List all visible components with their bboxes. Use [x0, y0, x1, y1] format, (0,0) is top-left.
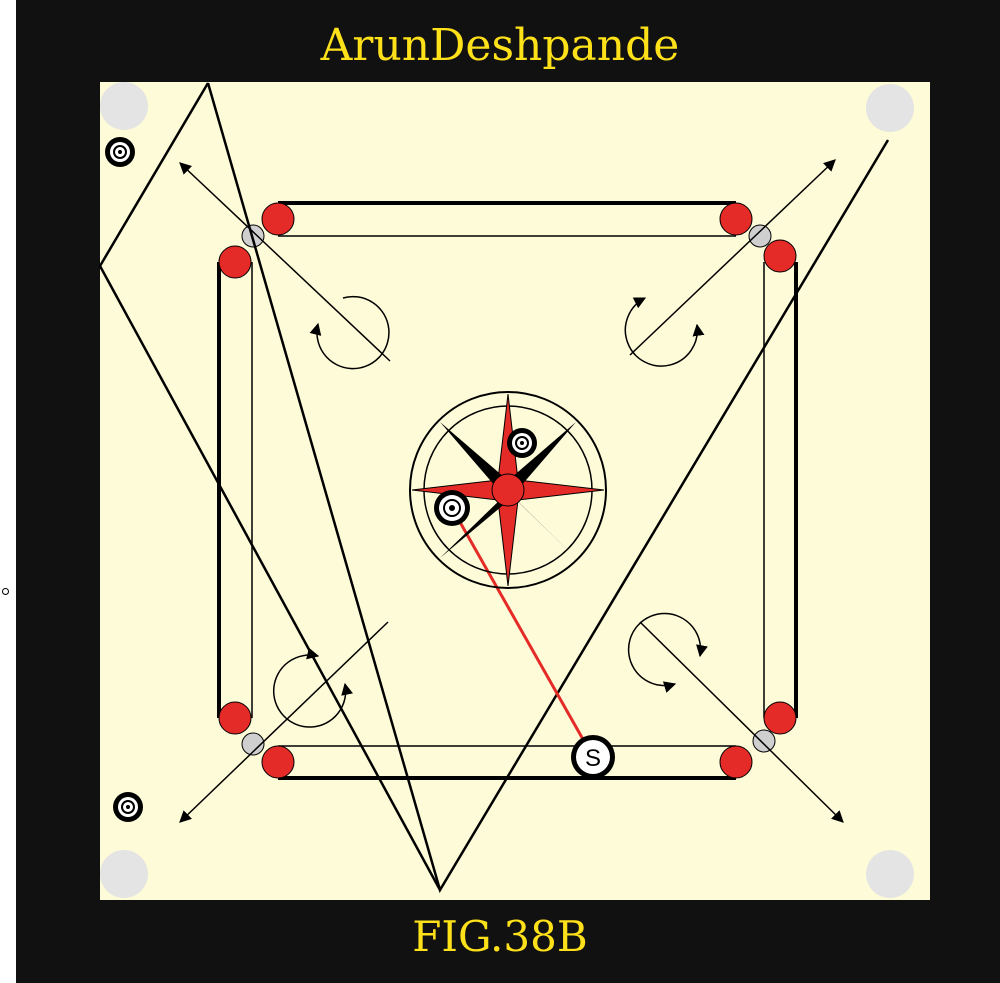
baseline-circles [218, 202, 797, 779]
shot-path-lines [98, 82, 890, 894]
striker: S [571, 735, 615, 779]
striker-label: S [585, 745, 601, 772]
center-star-design [409, 391, 607, 589]
target-coins [105, 137, 537, 822]
figure-caption: FIG.38B [412, 912, 588, 961]
pocket-top-right [866, 84, 914, 132]
baselines [217, 201, 798, 780]
pocket-top-left [100, 82, 148, 130]
pocket-bottom-right [866, 850, 914, 898]
pocket-bottom-left [100, 850, 148, 898]
corner-arrow-circles [272, 295, 708, 728]
shot-line-red [450, 507, 595, 758]
author-title: ArunDeshpande [320, 20, 680, 71]
queen-coin [491, 473, 525, 507]
stray-dot [2, 588, 9, 595]
